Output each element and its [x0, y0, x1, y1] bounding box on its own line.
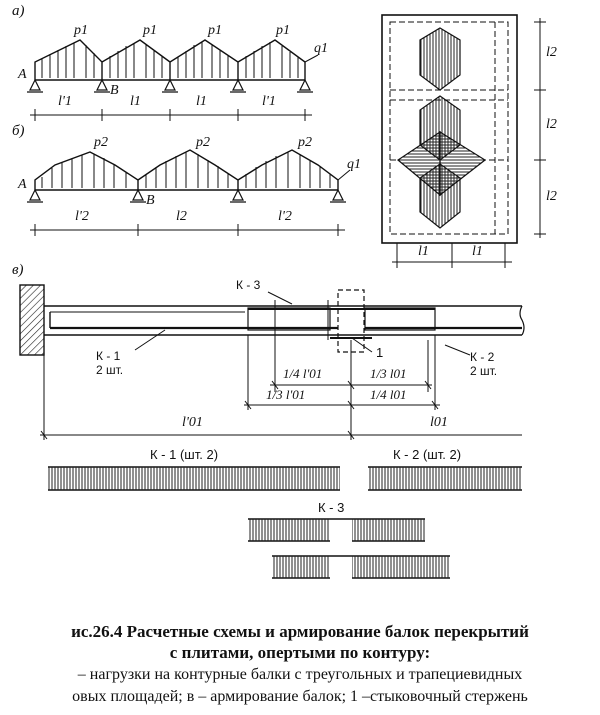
- caption-line-3: – нагрузки на контурные балки с треуголь…: [77, 666, 523, 683]
- panel-label-b: б): [12, 123, 25, 139]
- reinforcement-dimensions: [40, 335, 522, 440]
- dim-third-right: 1/3 l01: [370, 366, 407, 381]
- schema-a-dimension-line: [30, 109, 312, 121]
- schema-a-load-label: p1: [208, 23, 222, 38]
- dim-span-left: l'01: [182, 415, 203, 430]
- dim-quarter-right: 1/4 l01: [370, 387, 407, 402]
- dim-span-right: l01: [430, 415, 448, 430]
- tag-joint-bar: 1: [376, 345, 384, 360]
- schema-b-q-label: q1: [347, 157, 361, 172]
- schema-a-load-outline: [34, 39, 306, 80]
- schema-a-q-leader: [304, 54, 319, 63]
- plan-outer-frame: [381, 14, 518, 244]
- tag-k2-count: 2 шт.: [470, 364, 498, 378]
- floor-plan: [381, 14, 546, 268]
- tag-k2: К - 2: [470, 350, 495, 364]
- cage-k3-left: [247, 307, 331, 331]
- schema-a-load-label: p1: [143, 23, 157, 38]
- schema-b-support-a: A: [18, 177, 27, 192]
- schema-b-q-leader: [337, 169, 351, 181]
- plan-dashed-frame: [389, 21, 509, 235]
- leader-k1: [134, 329, 166, 351]
- dim-quarter-left: 1/4 l'01: [283, 366, 323, 381]
- schema-b-span-label: l2: [176, 209, 187, 224]
- cage-k1-title: К - 1 (шт. 2): [150, 447, 219, 462]
- schema-b-load-label: p2: [94, 135, 108, 150]
- caption-line-1: ис.26.4 Расчетные схемы и армирование ба…: [71, 622, 529, 641]
- cage-k2-elevation: [368, 466, 522, 491]
- cage-k2-title: К - 2 (шт. 2): [393, 447, 462, 462]
- schema-a-span-label: l'1: [58, 94, 72, 109]
- cage-k3-right: [364, 307, 436, 331]
- reinforcement-drawing: [19, 284, 525, 579]
- plan-dim-vertical: l2: [546, 189, 557, 204]
- schema-a-support-b: B: [110, 83, 119, 98]
- tag-k3: К - 3: [236, 278, 261, 292]
- schema-a-q-label: q1: [314, 41, 328, 56]
- cage-k1-elevation: [48, 466, 340, 491]
- cage-k3-title: К - 3: [318, 500, 345, 515]
- schema-a-load-arrows: [41, 42, 299, 78]
- schema-a-span-label: l1: [130, 94, 141, 109]
- leader-k3: [267, 291, 293, 305]
- schema-b-span-label: l'2: [75, 209, 89, 224]
- schema-b-support-b: B: [146, 193, 155, 208]
- wall-hatched: [19, 284, 45, 356]
- caption-line-4: овых площадей; в – армирование балок; 1 …: [72, 688, 528, 705]
- cage-k3-elevation: [248, 518, 450, 579]
- schema-b-supports: [27, 188, 346, 203]
- schema-a-support-a: A: [18, 67, 27, 82]
- tag-k1-count: 2 шт.: [96, 363, 124, 377]
- schema-b: [27, 149, 351, 236]
- schema-a-load-label: p1: [276, 23, 290, 38]
- schema-a-span-label: l1: [196, 94, 207, 109]
- panel-label-v: в): [12, 262, 24, 278]
- leader-k2: [444, 344, 471, 356]
- plan-load-areas: [396, 27, 487, 229]
- schema-b-load-label: p2: [196, 135, 210, 150]
- plan-dim-horizontal: l1: [418, 244, 429, 259]
- tag-k1: К - 1: [96, 349, 121, 363]
- plan-dim-vertical: l2: [546, 117, 557, 132]
- schema-b-dimension-line: [30, 224, 345, 236]
- plan-dim-vertical: l2: [546, 45, 557, 60]
- schema-a: [27, 39, 319, 121]
- schema-b-span-label: l'2: [278, 209, 292, 224]
- plan-dimensions: [392, 18, 546, 268]
- plan-dim-horizontal: l1: [472, 244, 483, 259]
- caption-line-2: с плитами, опертыми по контуру:: [169, 643, 431, 662]
- schema-b-load-arrows: [41, 152, 331, 188]
- schema-a-supports: [27, 78, 313, 93]
- panel-label-a: а): [12, 3, 25, 19]
- schema-b-load-label: p2: [298, 135, 312, 150]
- dim-third-left: 1/3 l'01: [266, 387, 306, 402]
- schema-a-span-label: l'1: [262, 94, 276, 109]
- schema-a-load-label: p1: [74, 23, 88, 38]
